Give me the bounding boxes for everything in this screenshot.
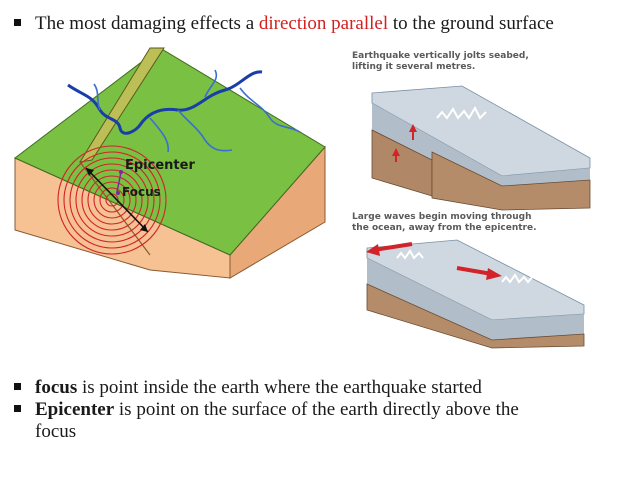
river-tributary (149, 117, 170, 153)
ocean-water (372, 103, 590, 198)
ocean-water (367, 258, 584, 340)
wave-direction-arrow (366, 242, 413, 256)
wave-crest (501, 273, 534, 284)
river-tributary (93, 83, 101, 111)
bullet-epicenter: Epicenter is point on the surface of the… (14, 399, 614, 443)
epicenter-focus-marker (116, 171, 122, 193)
wave-splash (436, 105, 487, 120)
uplift-arrow (392, 148, 400, 162)
uplift-caption-line-2: lifting it several metres. (352, 62, 475, 72)
top-bullet-suffix: to the ground surface (388, 13, 554, 34)
seabed-uplift-diagram: Earthquake vertically jolts seabed, lift… (352, 51, 591, 211)
term-epicenter: Epicenter (35, 399, 115, 420)
wave-direction-arrow (456, 266, 502, 280)
seismic-waves (57, 145, 167, 255)
epicenter-label: Epicenter (125, 158, 195, 173)
wave-crest (396, 249, 424, 260)
square-bullet-icon (14, 383, 21, 391)
fault-motion-arrow (85, 167, 149, 233)
fault-block-diagram: Epicenter Focus (14, 47, 326, 279)
focus-label: Focus (122, 185, 161, 199)
top-bullet: The most damaging effects a direction pa… (14, 13, 554, 35)
propagation-caption-line-2: the ocean, away from the epicentre. (352, 223, 537, 233)
definition-focus: is point inside the earth where the eart… (77, 377, 482, 398)
focus-dot (116, 191, 120, 195)
fault-scarp (78, 47, 165, 163)
square-bullet-icon (14, 19, 21, 27)
uplift-caption-line-1: Earthquake vertically jolts seabed, (352, 51, 529, 61)
epicenter-dot (119, 170, 123, 174)
river-tributary (177, 109, 233, 152)
top-bullet-prefix: The most damaging effects a (35, 13, 259, 34)
tsunami-propagation-diagram: Large waves begin moving through the oce… (352, 212, 585, 349)
definition-epicenter-continuation: focus (35, 421, 77, 442)
top-bullet-highlight: direction parallel (258, 13, 389, 34)
square-bullet-icon (14, 405, 21, 413)
river-tributary (239, 87, 301, 133)
propagation-caption-line-1: Large waves begin moving through (352, 212, 531, 222)
term-focus: focus (35, 377, 78, 398)
seabed-rock (366, 283, 585, 349)
uplift-arrow (409, 124, 417, 140)
definition-epicenter: is point on the surface of the earth dir… (114, 399, 519, 420)
river-tributary (204, 69, 218, 98)
bullet-focus: focus is point inside the earth where th… (14, 377, 482, 399)
